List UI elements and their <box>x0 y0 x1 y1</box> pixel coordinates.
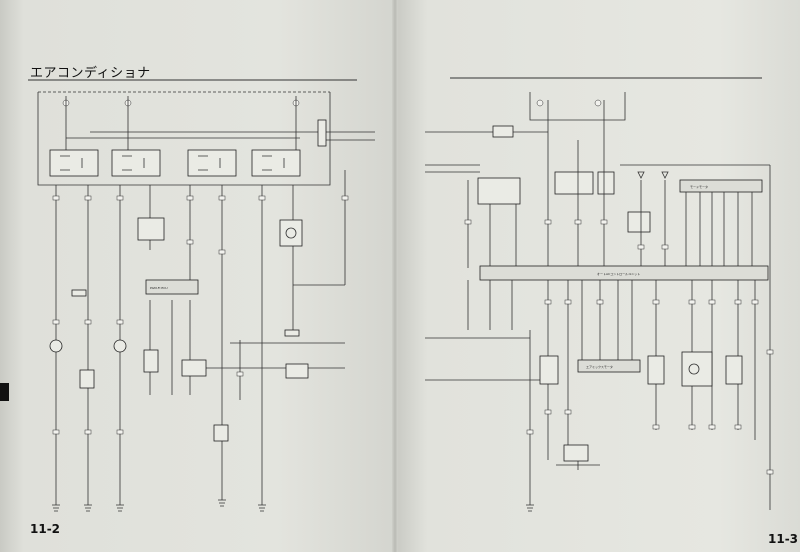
auto-ac-control-unit <box>479 265 769 281</box>
fuse-3 <box>292 96 300 150</box>
relay-1 <box>49 149 99 177</box>
mode-motor-label: モードモータ <box>690 184 708 189</box>
right-page-number: 11-3 <box>768 532 799 546</box>
air-mix-motor-label: エアミックスモータ <box>586 364 613 369</box>
left-schematic: PGM-FI ECU <box>37 91 375 512</box>
evaporator-sensor <box>647 355 665 385</box>
relay-2 <box>111 149 161 177</box>
right-schematic: モードモータ <box>425 92 774 512</box>
sunlight-sensor <box>681 351 713 387</box>
ambient-switch <box>137 217 165 241</box>
relay-4 <box>251 149 301 177</box>
mode-motor-box <box>679 179 763 193</box>
section-index-tab <box>0 383 9 401</box>
pgm-fi-ecu-label: PGM-FI ECU <box>150 286 168 290</box>
fuse-box-outline <box>37 92 331 186</box>
relay-3 <box>187 149 237 177</box>
binding-gutter <box>392 0 398 552</box>
compressor-relay <box>279 219 303 247</box>
fuse-1 <box>62 96 70 150</box>
magnet-clutch <box>213 424 229 442</box>
outside-air-sensor <box>725 355 743 385</box>
radiator-fan-motor <box>49 339 63 353</box>
air-mix-motor-box <box>577 359 641 373</box>
assist-relay <box>563 444 589 462</box>
auto-ac-control-unit-label: オートACコントロールユニット <box>597 271 640 276</box>
blower-motor-box <box>477 177 521 205</box>
fuse-2 <box>124 96 132 150</box>
condenser-fan-motor <box>113 339 127 353</box>
in-car-sensor <box>539 355 559 385</box>
left-page-number: 11-2 <box>30 522 61 536</box>
page-title: エアコンディショナ <box>30 66 151 81</box>
pgm-fi-ecu-box <box>145 279 199 295</box>
